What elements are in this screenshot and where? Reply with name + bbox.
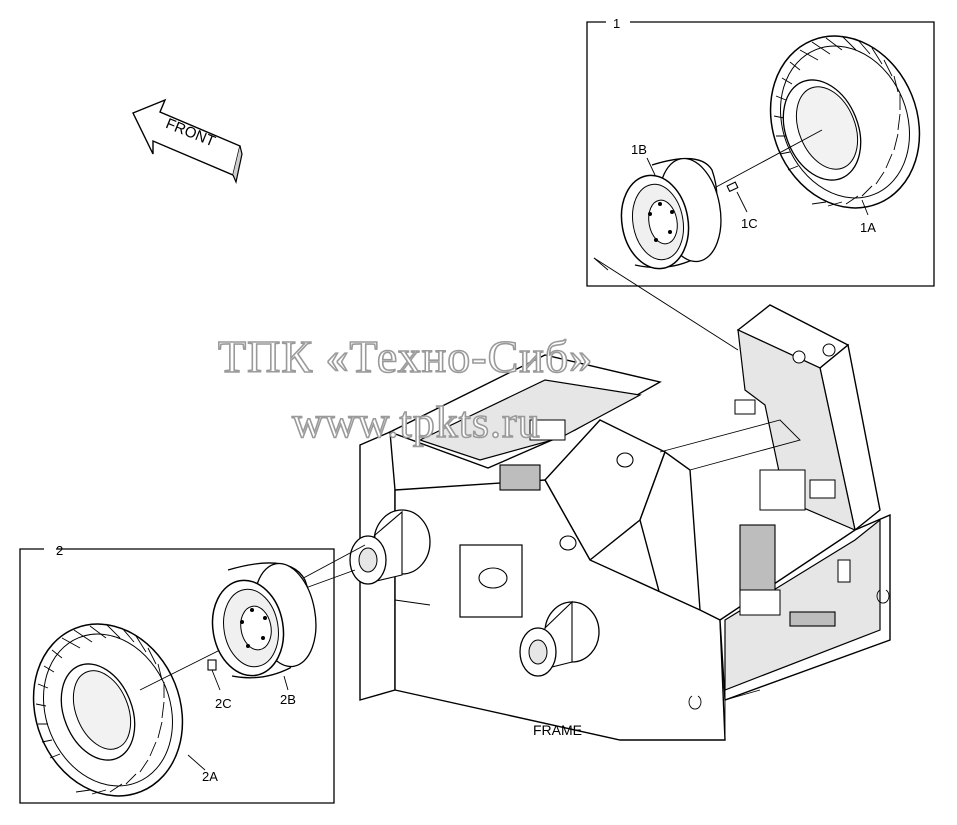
rim-1b [620,157,722,270]
callout-number-2: 2 [56,543,63,558]
watermark-line-2: www.tpkts.ru [292,398,541,447]
axle-hub-front [519,600,600,677]
valve-1c [726,181,748,213]
label-1b: 1B [631,142,647,157]
callout-box-2: 2 [19,543,366,804]
watermark: ТПК «Техно-Сиб» www.tpkts.ru [217,330,593,448]
machine-frame: FRAME [349,304,891,741]
callout-box-1: 1 [586,16,935,351]
callout-number-1: 1 [613,16,620,31]
frame-label: FRAME [533,722,582,738]
label-2c: 2C [215,696,232,711]
valve-2c [207,659,221,691]
label-1a: 1A [860,220,876,235]
label-1c: 1C [741,216,758,231]
rim-2b [211,562,317,679]
axle-hub-rear [349,509,431,585]
front-arrow: FRONT [132,98,243,184]
watermark-line-1: ТПК «Техно-Сиб» [218,331,593,382]
label-2a: 2A [202,769,218,784]
tire-1a [769,35,921,209]
label-2b: 2B [280,692,296,707]
tire-2a [32,623,184,797]
